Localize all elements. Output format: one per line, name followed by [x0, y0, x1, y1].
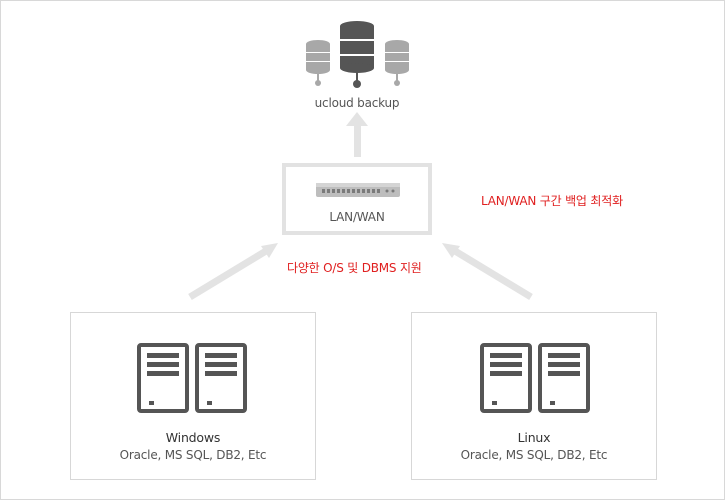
lan-wan-label: LAN/WAN	[329, 210, 385, 224]
ucloud-backup-label: ucloud backup	[314, 96, 400, 110]
windows-source-box: Windows Oracle, MS SQL, DB2, Etc	[70, 312, 316, 480]
linux-label: Linux	[517, 430, 551, 445]
server-towers-icon	[137, 343, 247, 413]
linux-databases: Oracle, MS SQL, DB2, Etc	[460, 448, 608, 462]
windows-label: Windows	[165, 430, 221, 445]
arrow-linux-to-gateway	[442, 243, 533, 300]
os-support-note: 다양한 O/S 및 DBMS 지원	[287, 261, 422, 275]
network-switch-icon	[316, 183, 400, 197]
windows-databases: Oracle, MS SQL, DB2, Etc	[119, 448, 267, 462]
server-towers-icon	[480, 343, 590, 413]
server-tower-icon	[195, 343, 247, 413]
server-tower-icon	[137, 343, 189, 413]
database-servers-icon	[306, 21, 409, 88]
lan-wan-box	[282, 163, 432, 235]
linux-source-box: Linux Oracle, MS SQL, DB2, Etc	[411, 312, 657, 480]
server-tower-icon	[538, 343, 590, 413]
arrow-windows-to-gateway	[188, 243, 278, 300]
server-tower-icon	[480, 343, 532, 413]
arrow-gateway-to-cloud	[346, 112, 368, 157]
optimization-note: LAN/WAN 구간 백업 최적화	[481, 194, 623, 208]
